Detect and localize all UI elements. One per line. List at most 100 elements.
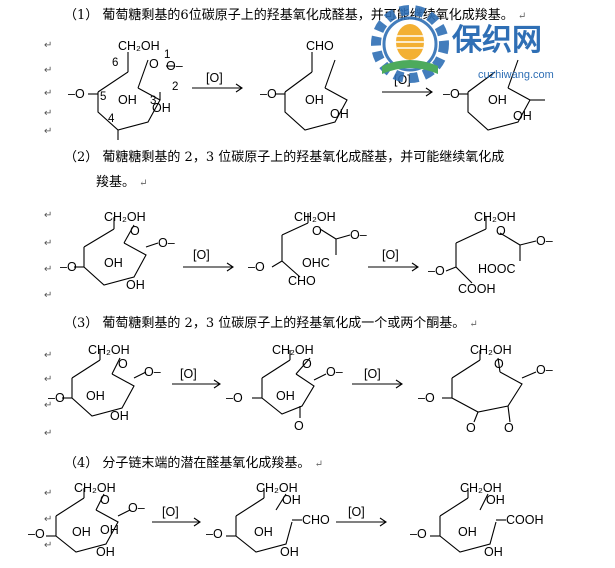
link-oxygen-label: –O (28, 527, 45, 541)
link-oxygen-label: –O (443, 87, 460, 101)
tail-oxygen-label: O– (326, 365, 343, 379)
scheme-4: CH₂OH O O– –O OH OH OH [O] CH₂OH OH CHO … (28, 481, 544, 559)
ring-oxygen-label: O (312, 224, 322, 238)
reaction-arrow: [O] (336, 505, 387, 527)
oh-label: OH (276, 389, 295, 403)
section-2-heading: （2） 葡糖糖剩基的 2，3 位碳原子上的羟基氧化成醛基，并可能继续氧化成 (64, 150, 504, 166)
paragraph-mark: ↵ (139, 178, 148, 189)
watermark-brand: 保织网 (452, 23, 542, 58)
ketone-oxygen-label: O (504, 421, 514, 435)
scheme-1: CH₂OH O O– –O OH OH 6 5 4 3 2 1 [O] CHO (68, 39, 545, 140)
ketone-oxygen-label: O (466, 421, 476, 435)
paragraph-mark: ↵ (44, 514, 53, 525)
paragraph-mark: ↵ (517, 11, 527, 22)
paragraph-mark: ↵ (469, 319, 478, 330)
oh-label: OH (513, 109, 532, 123)
oh-label: OH (330, 107, 349, 121)
tail-oxygen-label: O– (158, 236, 175, 250)
oh-label: OH (96, 545, 115, 559)
section-4-number: （4） (64, 456, 99, 471)
link-oxygen-label: –O (206, 527, 223, 541)
ring-oxygen-label: O (118, 357, 128, 371)
section-1-number: （1） (64, 8, 99, 23)
reducing-end-glucose: CH₂OH O O– –O OH OH OH (28, 481, 145, 559)
cho-label: CHO (288, 274, 316, 288)
reaction-arrow: [O] (368, 248, 419, 272)
ch2oh-label: CH₂OH (474, 210, 516, 224)
paragraph-mark: ↵ (44, 264, 53, 275)
section-2-text: 葡糖糖剩基的 2，3 位碳原子上的羟基氧化成醛基，并可能继续氧化成 (102, 150, 505, 165)
glucose-ring-reactant-3: CH₂OH O O– –O OH OH (48, 343, 161, 423)
ring-oxygen-label: O (149, 57, 159, 71)
link-oxygen-label: –O (68, 87, 85, 101)
carbon-number-2: 2 (172, 81, 178, 93)
ch2oh-label: CH₂OH (272, 343, 314, 357)
oh-label: OH (280, 545, 299, 559)
reagent-label: [O] (364, 367, 381, 381)
paragraph-mark: ↵ (44, 65, 53, 76)
ring-oxygen-label: O (100, 493, 110, 507)
paragraph-mark: ↵ (44, 238, 53, 249)
oh-label: OH (104, 256, 123, 270)
section-2-heading-cont: 羧基。 ↵ (96, 175, 148, 192)
tail-oxygen-label: O– (536, 363, 553, 377)
gear-logo-icon (371, 5, 449, 83)
monoketone-product: CH₂OH O O– –O OH O (226, 343, 343, 433)
cooh-label: COOH (458, 282, 496, 296)
section-4-heading: （4） 分子链末端的潜在醛基氧化成羧基。 ↵ (64, 456, 323, 473)
reaction-arrow: [O] (183, 248, 234, 272)
tail-oxygen-label: O– (166, 59, 183, 73)
oh-label: OH (86, 389, 105, 403)
ch2oh-label: CH₂OH (256, 481, 298, 495)
tail-oxygen-label: O– (350, 228, 367, 242)
paragraph-mark: ↵ (44, 350, 53, 361)
ch2oh-label: CH₂OH (470, 343, 512, 357)
oh-label: OH (110, 409, 129, 423)
reagent-label: [O] (180, 367, 197, 381)
cooh-label: COOH (506, 513, 544, 527)
ring-oxygen-label: O (302, 357, 312, 371)
oh-label: OH (100, 523, 119, 537)
oh-label: OH (254, 525, 273, 539)
oh-label: OH (305, 93, 324, 107)
oh-label: OH (488, 93, 507, 107)
reaction-arrow: [O] (172, 367, 221, 389)
glucuronic-ring-acid: –O OH OH (443, 59, 545, 131)
diketone-product: CH₂OH O O– –O O O (418, 343, 553, 435)
paragraph-mark: ↵ (44, 540, 53, 551)
oh-label: OH (486, 493, 505, 507)
section-3-number: （3） (64, 316, 99, 331)
cho-label: CHO (302, 513, 330, 527)
paragraph-mark: ↵ (44, 108, 53, 119)
ch2oh-label: CH₂OH (294, 210, 336, 224)
ring-oxygen-label: O (494, 357, 504, 371)
tail-oxygen-label: O– (536, 234, 553, 248)
scheme-2: CH₂OH O O– –O OH OH [O] CH₂OH O O– –O OH… (60, 210, 553, 296)
oh-label: OH (118, 93, 137, 107)
reagent-label: [O] (382, 248, 399, 262)
ch2oh-label: CH₂OH (74, 481, 116, 495)
tail-oxygen-label: O– (144, 365, 161, 379)
section-3-text: 葡萄糖剩基的 2，3 位碳原子上的羟基氧化成一个或两个酮基。 (102, 316, 466, 331)
link-oxygen-label: –O (226, 391, 243, 405)
watermark-domain: cuzhiwang.com (478, 69, 554, 81)
reagent-label: [O] (162, 505, 179, 519)
tail-oxygen-label: O– (128, 501, 145, 515)
reagent-label: [O] (206, 71, 223, 85)
scheme-3: CH₂OH O O– –O OH OH [O] CH₂OH O O– –O OH… (48, 343, 553, 435)
aldonic-acid-product: CH₂OH OH COOH –O OH OH (410, 481, 544, 559)
cho-label: CHO (306, 39, 334, 53)
oh-label: OH (458, 525, 477, 539)
hooc-label: HOOC (478, 262, 516, 276)
section-4-text: 分子链末端的潜在醛基氧化成羧基。 (102, 456, 311, 471)
ohc-label: OHC (302, 256, 330, 270)
oh-label: OH (484, 545, 503, 559)
glucose-ring-aldehyde: CHO –O OH OH (260, 39, 349, 131)
link-oxygen-label: –O (410, 527, 427, 541)
site-watermark: 保织网 cuzhiwang.com (371, 5, 554, 83)
paragraph-mark: ↵ (314, 459, 323, 470)
link-oxygen-label: –O (48, 391, 65, 405)
ring-oxygen-label: O (130, 224, 140, 238)
glucose-ring-reactant-2: CH₂OH O O– –O OH OH (60, 210, 175, 292)
paragraph-mark: ↵ (44, 428, 53, 439)
